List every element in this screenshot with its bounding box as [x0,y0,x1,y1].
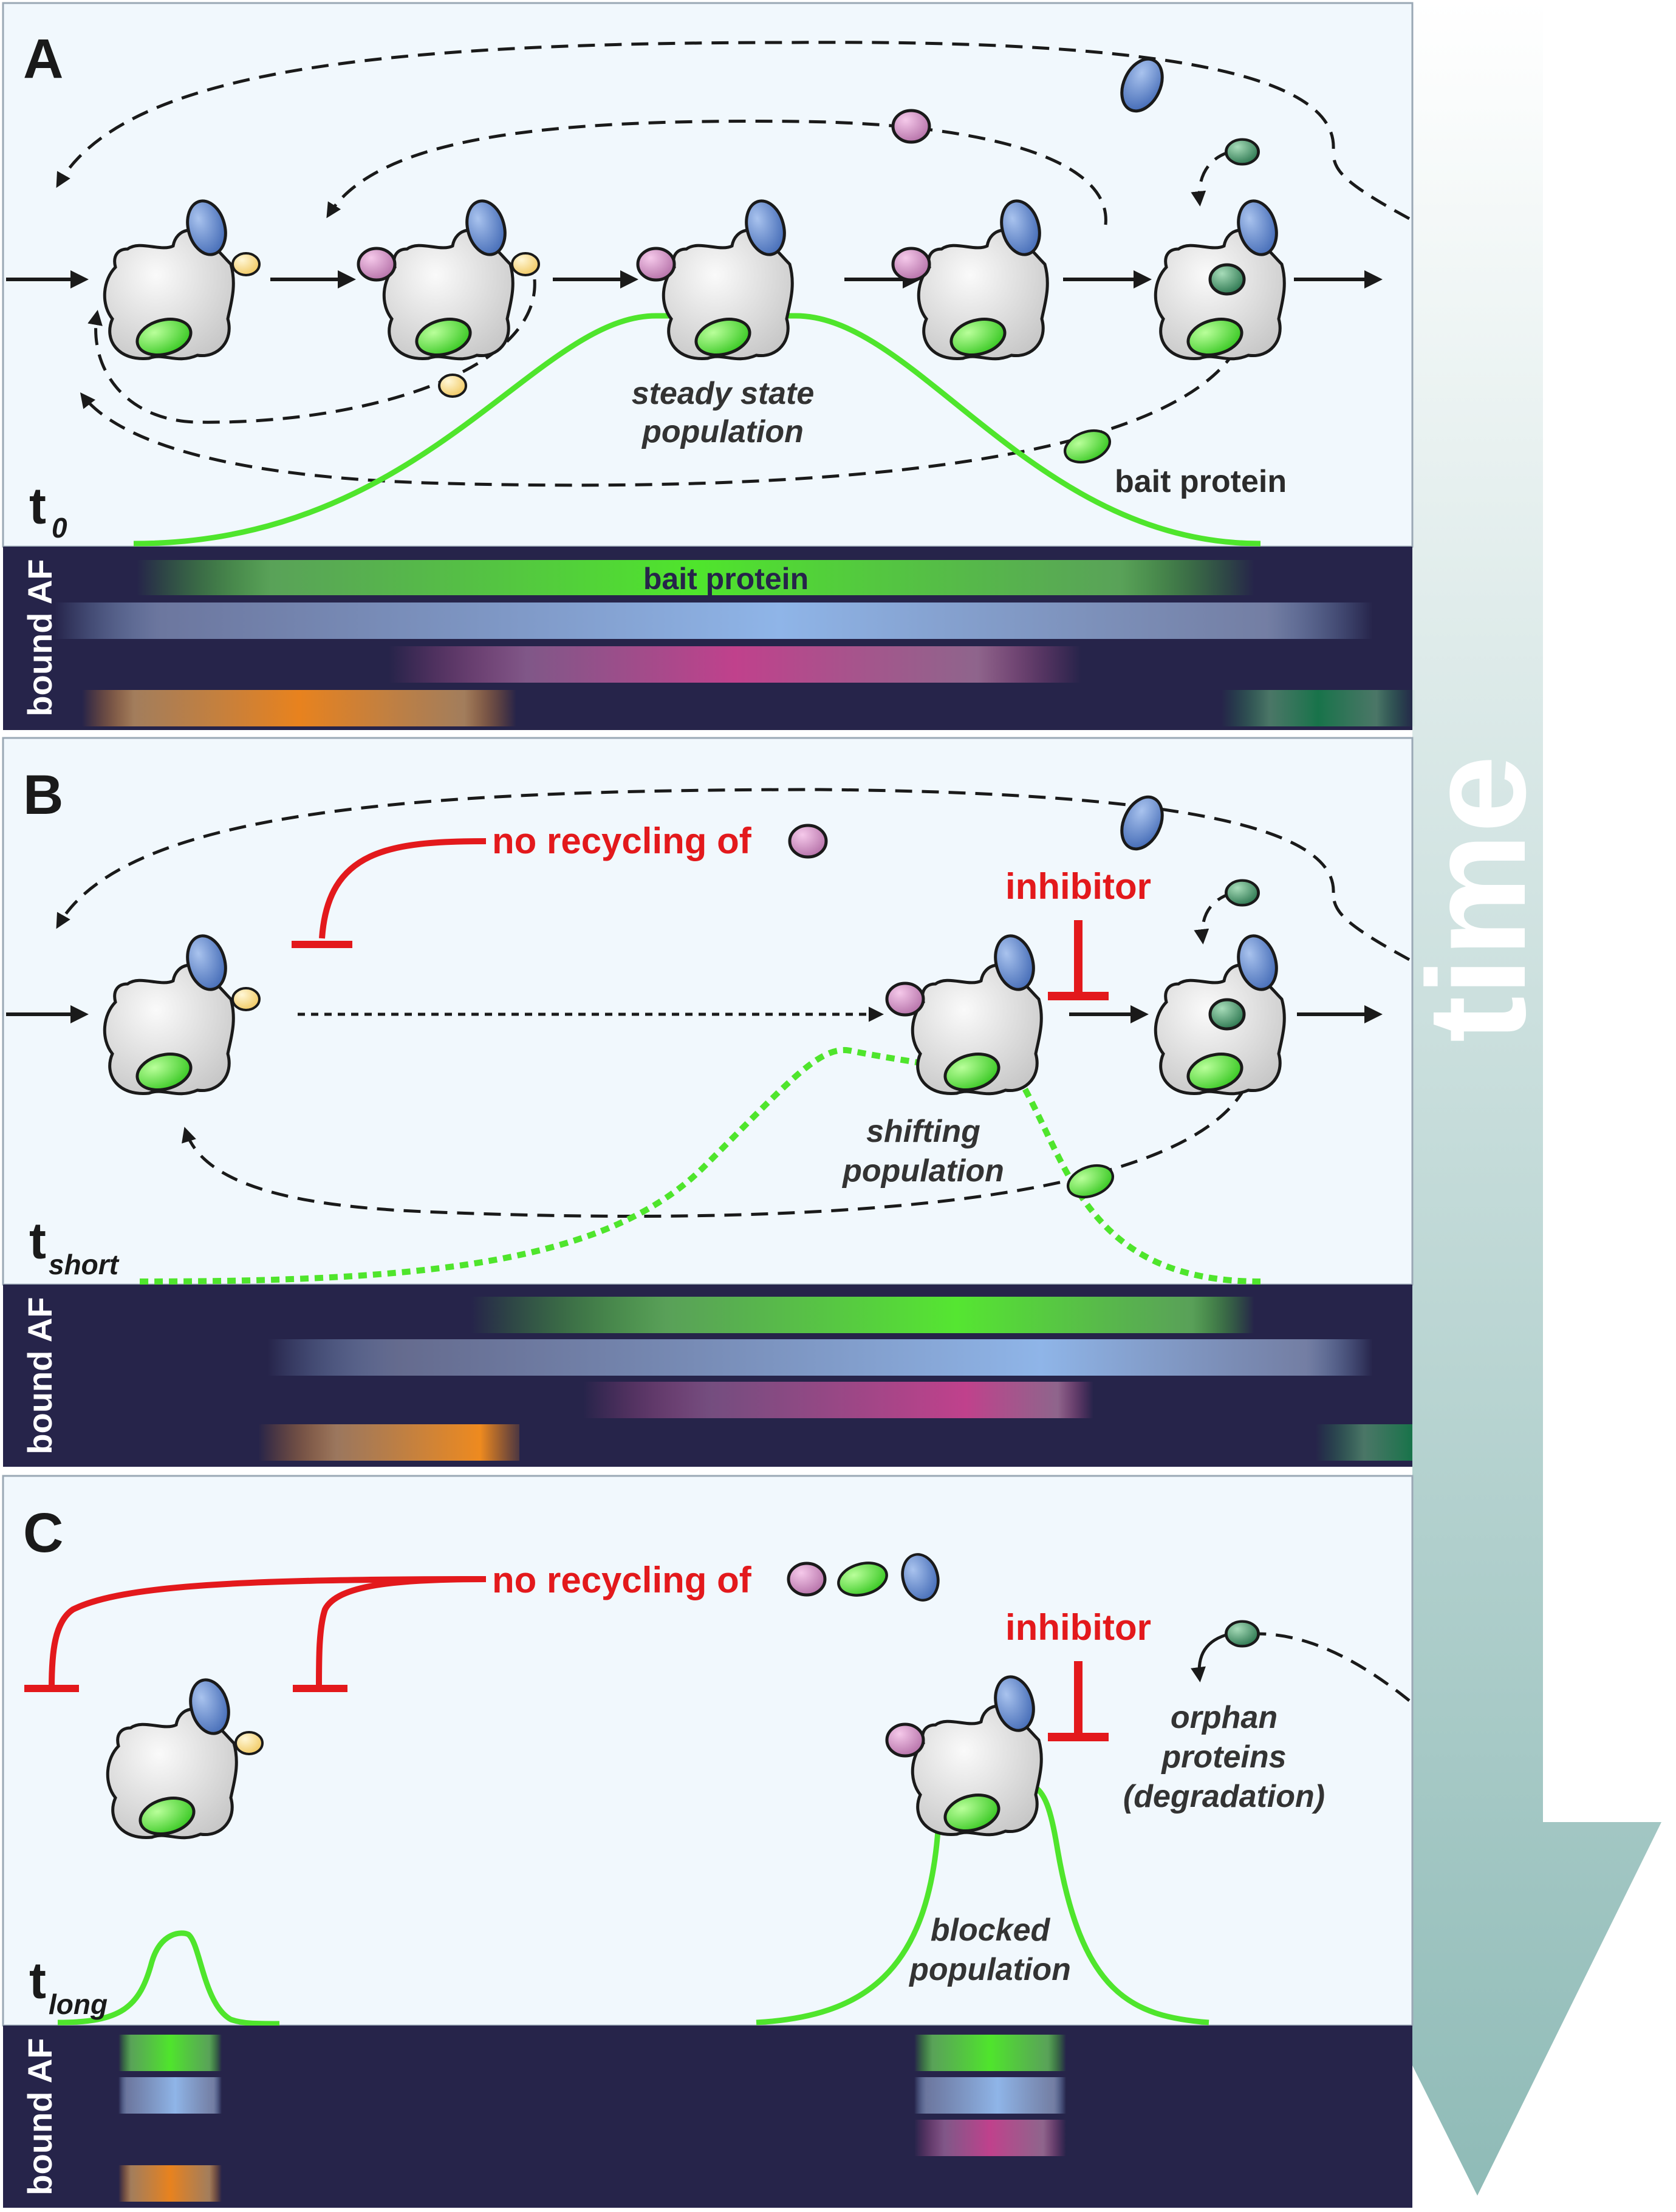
recycling-paths [56,41,1411,487]
band-orange [258,1424,519,1461]
orphan-label-line1: orphan [1171,1700,1278,1735]
free-pink-subunit [893,111,929,142]
no-recycling-pink-subunit [788,1563,825,1595]
t-subscript: 0 [52,512,67,544]
shifting-label-line1: shifting [866,1114,980,1149]
band-bait-green-right [914,2035,1066,2071]
time-arrow: time [1291,0,1661,2196]
steady-state-label-line1: steady state [632,376,815,411]
panel-letter: C [23,1502,63,1564]
orphan-label-line3: (degradation) [1123,1779,1325,1814]
bound-af-label: bound AF [21,1297,59,1454]
band-dark-green [1315,1424,1412,1461]
t-label: t [29,477,46,534]
bound-af-label: bound AF [21,559,59,716]
steady-state-label-line2: population [641,414,804,449]
bound-af-bands: bound AF bait protein [3,547,1415,730]
band-blue [55,602,1373,639]
band-orange-left [118,2165,222,2202]
orphan-degradation-path [1191,1632,1411,1702]
panel-c: C no recycling of inhibitor orphan prote… [2,1475,1414,2208]
bound-af-bands: bound AF [3,1285,1412,1467]
band-bait-protein-label: bait protein [643,562,809,596]
inhibitor-label: inhibitor [1005,866,1151,907]
free-dark-green-subunit [1226,881,1258,906]
no-recycling-pink-subunit [790,825,826,857]
t-subscript: long [49,1988,108,2020]
free-dark-green-subunit [1226,140,1258,165]
time-label: time [1398,756,1555,1043]
band-blue-right [914,2077,1066,2114]
band-pink [389,646,1081,683]
panel-letter: A [23,28,63,90]
band-pink-right [914,2120,1066,2156]
band-orange [82,690,516,726]
orphan-dark-green-subunit [1226,1622,1258,1647]
blocked-label-line2: population [908,1952,1071,1987]
blocked-label-line1: blocked [931,1913,1051,1948]
no-recycling-label: no recycling of [492,1560,752,1600]
t-label: t [29,1212,46,1269]
panel-letter: B [23,764,63,826]
free-yellow-subunit [438,374,467,398]
band-blue-left [118,2077,222,2114]
inhibitor-label: inhibitor [1005,1607,1151,1648]
shifting-label-line2: population [841,1153,1004,1189]
t-subscript: short [49,1249,120,1280]
no-recycling-label: no recycling of [492,821,752,861]
band-blue [267,1339,1373,1376]
band-bait-green [471,1297,1254,1333]
band-bait-green [137,560,1254,595]
band-bait-green-left [118,2035,222,2071]
no-recycling-inhibition [49,1576,487,1689]
small-population-curve [57,1930,280,2027]
panel-a: A [2,2,1415,730]
bound-af-label: bound AF [21,2038,59,2195]
panel-b: B no recycling of inhibitor [2,737,1414,1467]
bound-af-bands: bound AF [3,2026,1412,2208]
no-recycling-inhibition [319,838,487,939]
t-label: t [29,1952,46,2009]
band-dark-green [1221,690,1415,726]
band-pink [583,1382,1093,1418]
orphan-label-line2: proteins [1160,1739,1286,1775]
bait-protein-label: bait protein [1115,464,1287,499]
